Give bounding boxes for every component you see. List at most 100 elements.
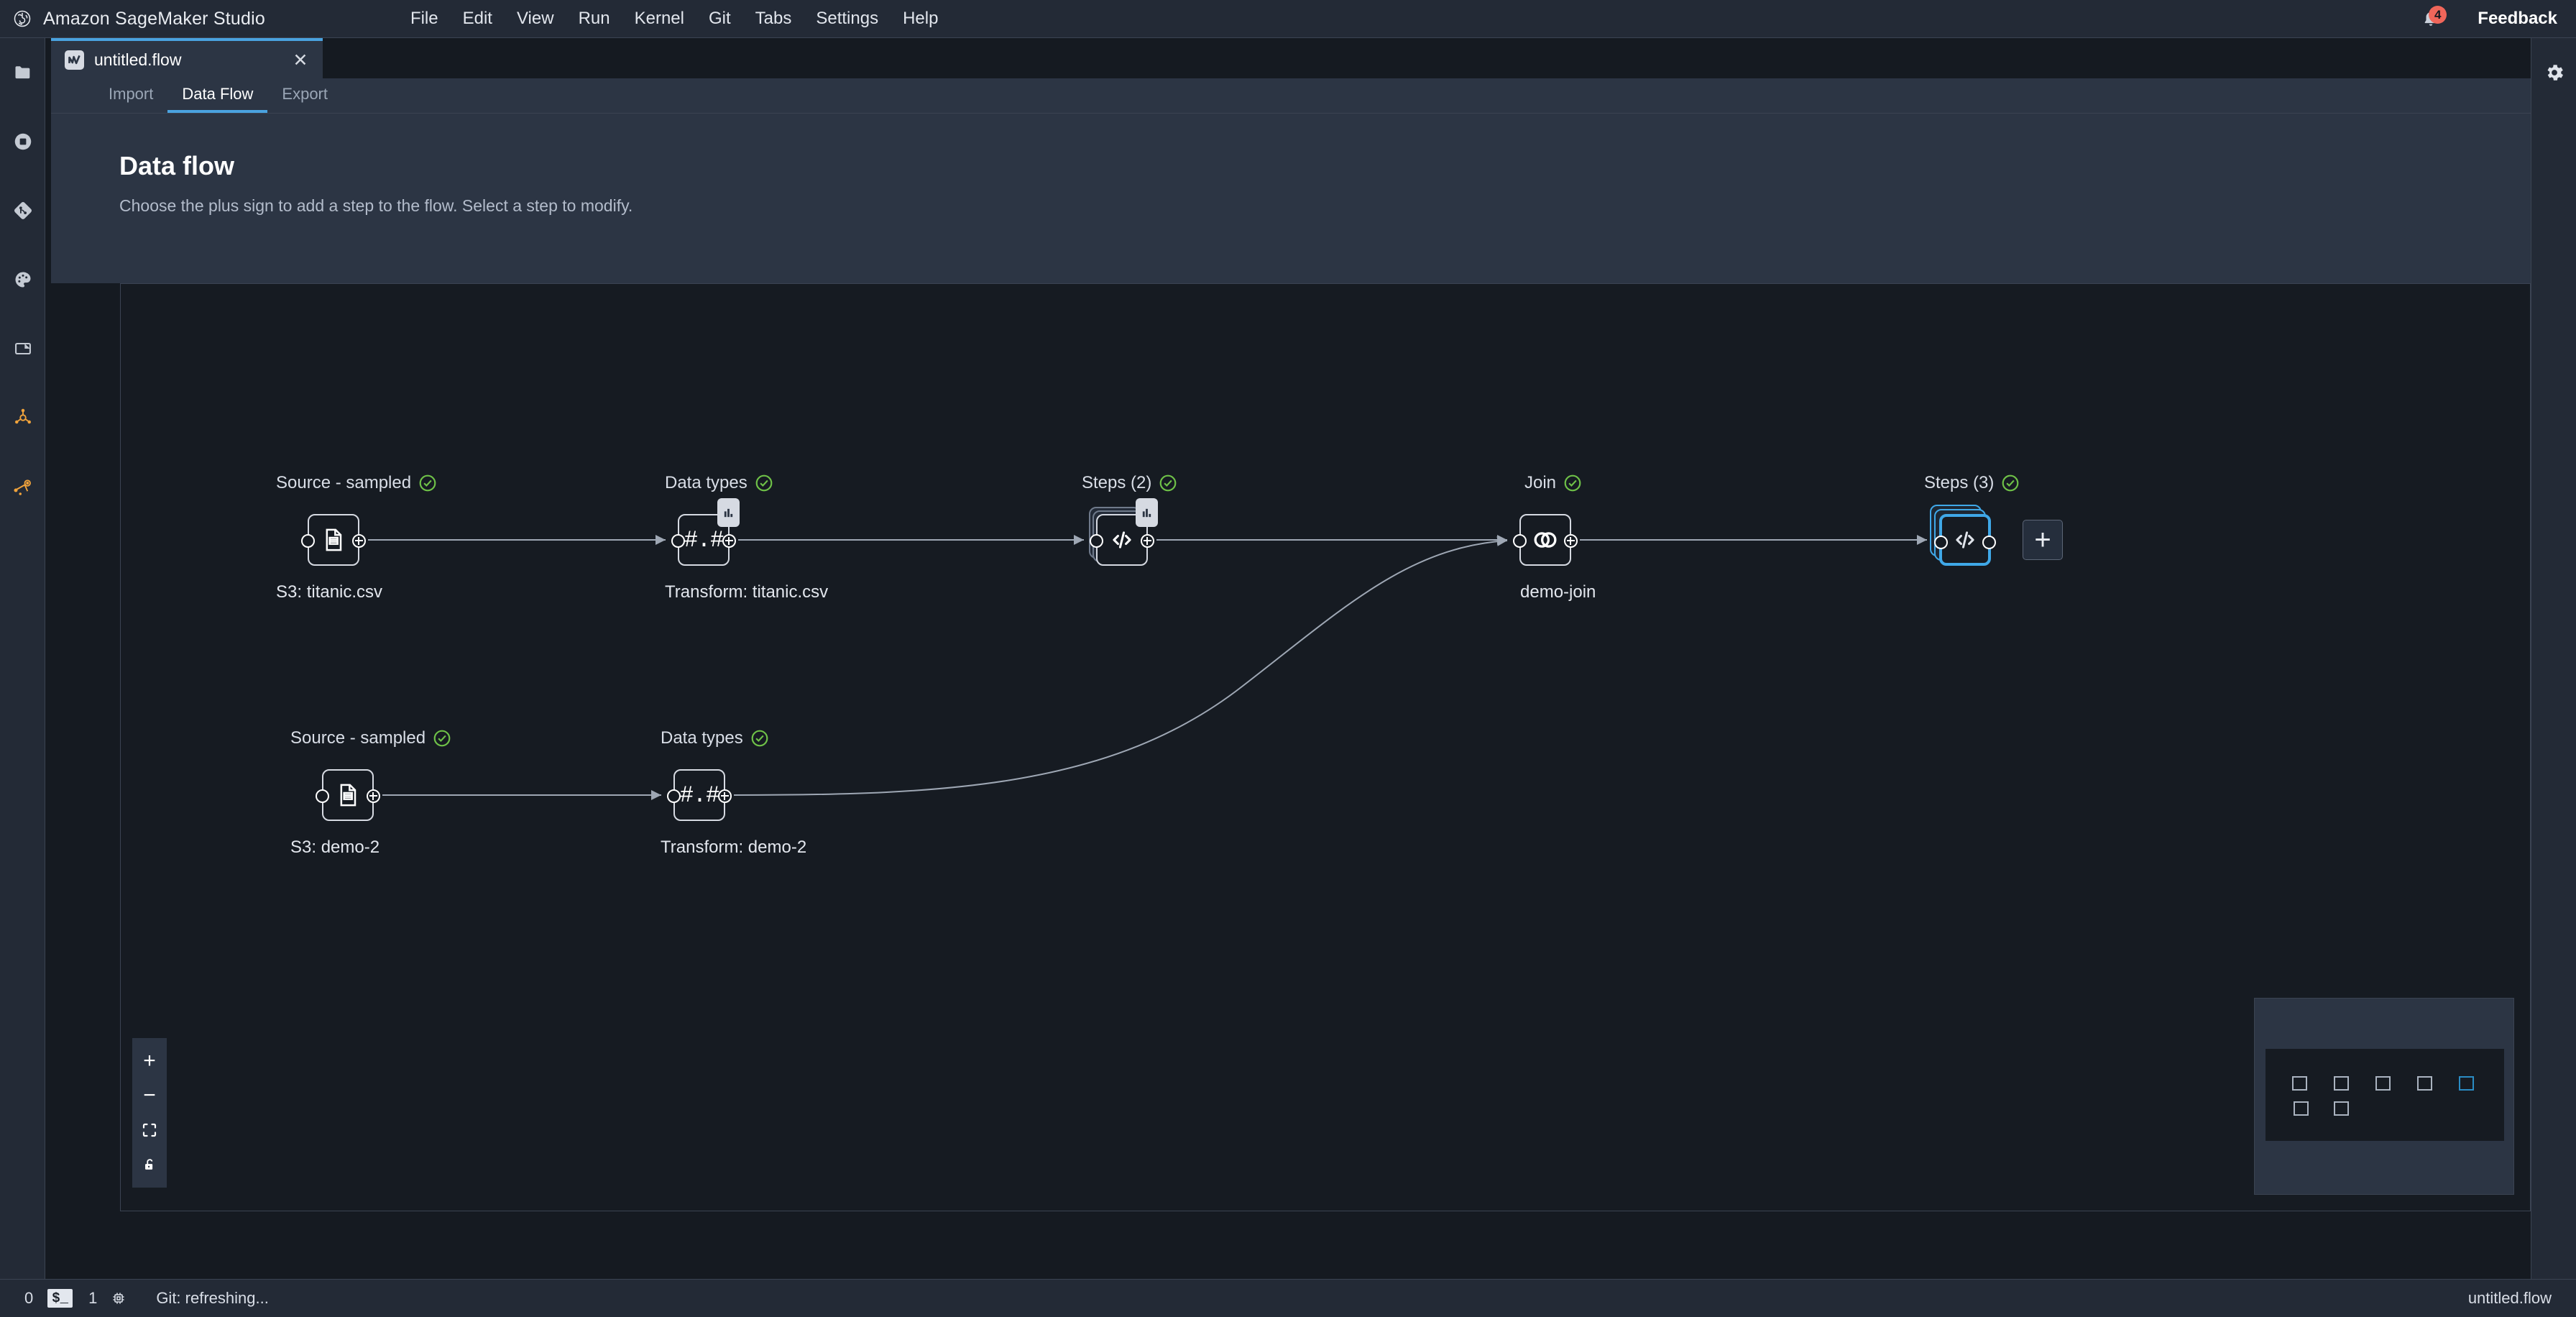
close-icon[interactable]: ✕ <box>293 50 308 70</box>
node-box[interactable] <box>301 514 366 566</box>
node-title: Source - sampled <box>290 728 451 748</box>
status-check-icon <box>1564 474 1581 492</box>
unlock-icon <box>145 1159 153 1170</box>
status-check-icon <box>755 474 773 492</box>
open-tabs-icon <box>14 342 31 355</box>
menu-file[interactable]: File <box>410 9 438 28</box>
sidebar-item-settings[interactable] <box>2531 38 2576 107</box>
menu-kernel[interactable]: Kernel <box>634 9 684 28</box>
page-title: Data flow <box>119 151 235 180</box>
tab-untitled-flow[interactable]: untitled.flow ✕ <box>51 38 323 78</box>
status-bar: 0 $_ 1 Git: refreshing... untitled.flow <box>0 1279 2576 1317</box>
node-box[interactable] <box>1090 498 1158 566</box>
menu-view[interactable]: View <box>516 9 554 28</box>
output-port[interactable] <box>352 534 366 548</box>
minimap-node <box>2375 1076 2391 1091</box>
output-port[interactable] <box>718 789 732 803</box>
page-subtitle: Choose the plus sign to add a step to th… <box>119 196 633 215</box>
status-check-icon <box>433 730 451 747</box>
input-port[interactable] <box>1513 534 1527 548</box>
flow-canvas[interactable]: Source - sampled S3: titanic.csv <box>120 283 2531 1211</box>
add-step-button[interactable]: + <box>2023 520 2063 560</box>
sidebar-item-pipelines[interactable] <box>0 452 45 521</box>
node-box[interactable] <box>316 769 380 821</box>
pipelines-icon <box>14 479 31 495</box>
feedback-link[interactable]: Feedback <box>2478 9 2557 28</box>
running-terminals-icon <box>14 133 31 150</box>
sagemaker-components-icon <box>14 408 31 424</box>
node-title: Data types <box>661 728 769 748</box>
input-port[interactable] <box>301 534 315 548</box>
sidebar-item-git[interactable] <box>0 176 45 245</box>
sidebar-item-running-terminals[interactable] <box>0 107 45 176</box>
minimap-node <box>2334 1101 2349 1116</box>
tab-export[interactable]: Export <box>282 85 328 103</box>
tab-data-flow[interactable]: Data Flow <box>167 78 268 113</box>
node-box[interactable]: #.# <box>667 769 732 821</box>
status-check-icon <box>2002 474 2019 492</box>
node-title: Steps (2) <box>1082 473 1177 493</box>
sidebar-item-extensions[interactable] <box>0 245 45 314</box>
node-box[interactable] <box>1934 514 1996 566</box>
input-port[interactable] <box>667 789 681 803</box>
menu-bar-right: 4 Feedback <box>2416 4 2576 33</box>
fit-to-screen-button[interactable] <box>132 1113 167 1147</box>
node-title: Source - sampled <box>276 473 437 493</box>
minimap-node <box>2417 1076 2432 1091</box>
menu-help[interactable]: Help <box>903 9 939 28</box>
sub-tab-bar: Import Data Flow Export <box>51 78 2531 113</box>
lock-canvas-button[interactable] <box>132 1147 167 1182</box>
status-git[interactable]: Git: refreshing... <box>156 1289 269 1307</box>
data-insights-badge[interactable] <box>1136 498 1158 527</box>
zoom-out-button[interactable]: − <box>143 1083 156 1107</box>
input-port[interactable] <box>1934 536 1948 549</box>
input-port[interactable] <box>671 534 685 548</box>
output-port[interactable] <box>1564 534 1578 548</box>
git-icon <box>14 202 32 219</box>
number-format-icon: #.# <box>679 781 720 809</box>
sidebar-item-sagemaker-components[interactable] <box>0 383 45 452</box>
terminal-icon[interactable]: $_ <box>47 1289 73 1308</box>
minimap-node-selected <box>2459 1076 2474 1091</box>
status-check-icon <box>1160 474 1177 492</box>
sagemaker-logo-icon <box>12 8 33 29</box>
output-port[interactable] <box>1141 534 1154 548</box>
status-filename: untitled.flow <box>2467 1289 2552 1307</box>
status-kernel-count: 1 <box>88 1289 98 1307</box>
menu-items: File Edit View Run Kernel Git Tabs Setti… <box>398 4 950 33</box>
notification-badge: 4 <box>2429 6 2447 24</box>
input-port[interactable] <box>1090 534 1103 548</box>
output-port[interactable] <box>722 534 736 548</box>
node-box[interactable] <box>1513 514 1578 566</box>
sidebar-item-open-tabs[interactable] <box>0 314 45 383</box>
node-caption: Transform: titanic.csv <box>665 582 829 602</box>
minimap-viewport[interactable] <box>2266 1049 2504 1141</box>
output-port[interactable] <box>367 789 380 803</box>
node-box[interactable]: #.# <box>671 498 740 566</box>
cpu-chip-icon <box>110 1290 127 1307</box>
tab-import[interactable]: Import <box>109 85 154 103</box>
sidebar-item-file-browser[interactable] <box>0 38 45 107</box>
data-insights-badge[interactable] <box>717 498 740 527</box>
menu-git[interactable]: Git <box>708 9 731 28</box>
code-brackets-icon <box>1113 531 1131 549</box>
minimap-node <box>2292 1076 2307 1091</box>
bar-chart-icon <box>1142 508 1151 517</box>
input-port[interactable] <box>316 789 329 803</box>
notifications-button[interactable]: 4 <box>2416 4 2447 33</box>
menu-run[interactable]: Run <box>578 9 610 28</box>
graph-edges <box>368 535 1927 800</box>
status-count: 0 <box>24 1289 34 1307</box>
node-caption: demo-join <box>1520 582 1596 602</box>
menu-tabs[interactable]: Tabs <box>755 9 792 28</box>
output-port[interactable] <box>1982 536 1996 549</box>
canvas-minimap[interactable] <box>2254 998 2514 1195</box>
zoom-in-button[interactable]: + <box>143 1049 156 1073</box>
menu-settings[interactable]: Settings <box>816 9 879 28</box>
right-activity-bar <box>2531 38 2576 1279</box>
menu-edit[interactable]: Edit <box>462 9 492 28</box>
node-title: Steps (3) <box>1924 473 2020 493</box>
file-browser-icon <box>15 66 29 79</box>
page-header: Data flow Choose the plus sign to add a … <box>51 113 2531 283</box>
status-check-icon <box>751 730 768 747</box>
